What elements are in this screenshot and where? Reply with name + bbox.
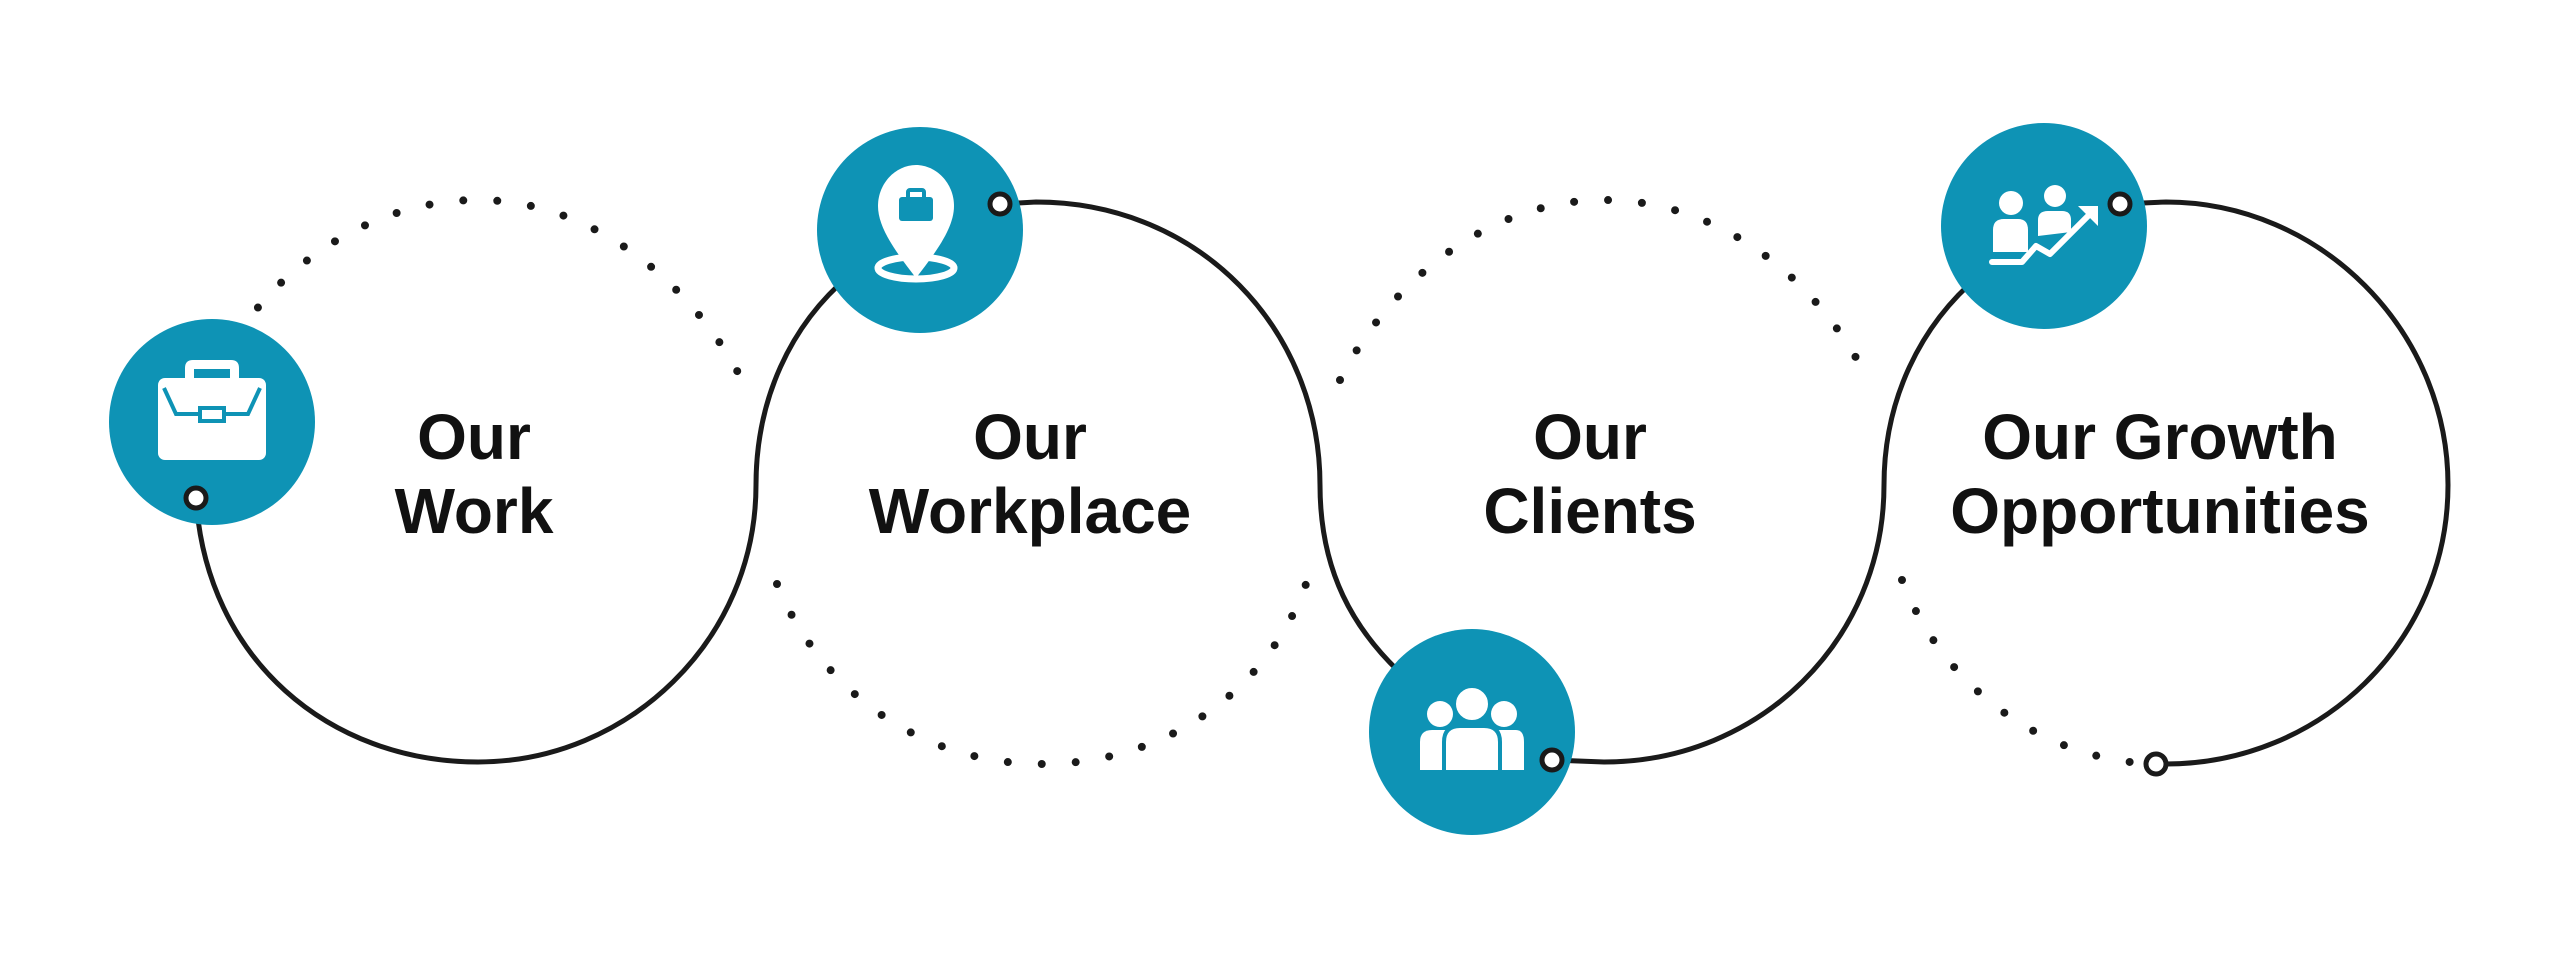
step-label-work-line1: Our: [417, 401, 531, 473]
step-label-growth: Our Growth Opportunities: [1920, 400, 2400, 548]
step-label-workplace-line2: Workplace: [868, 475, 1192, 547]
step-label-work: Our Work: [374, 400, 574, 548]
step-label-workplace-line1: Our: [973, 401, 1087, 473]
step-label-growth-line1: Our Growth: [1982, 401, 2338, 473]
endpoint-ring-growth-end: [2143, 751, 2169, 777]
endpoint-ring-growth-top: [2107, 191, 2133, 217]
dotted-arc-clients: [1336, 195, 1874, 388]
location-pin-briefcase-icon: [874, 165, 958, 283]
connector-arc-clients: [1549, 272, 1983, 765]
endpoint-ring-clients: [1539, 747, 1565, 773]
connector-arc-growth: [2117, 199, 2451, 767]
endpoint-ring-workplace: [987, 191, 1013, 217]
step-label-clients: Our Clients: [1440, 400, 1740, 548]
briefcase-icon: [158, 360, 266, 460]
dotted-arc-workplace: [773, 580, 1310, 769]
step-label-growth-line2: Opportunities: [1950, 475, 2370, 547]
step-label-workplace: Our Workplace: [850, 400, 1210, 548]
endpoint-ring-work: [183, 485, 209, 511]
dotted-arc-growth: [1898, 576, 2134, 766]
step-label-clients-line1: Our: [1533, 401, 1647, 473]
step-label-clients-line2: Clients: [1483, 475, 1697, 547]
step-label-work-line2: Work: [394, 475, 554, 547]
dotted-arc-work: [234, 195, 746, 384]
team-growth-icon: [1989, 185, 2098, 265]
connector-arc-workplace: [997, 199, 1411, 683]
group-people-icon: [1420, 684, 1524, 774]
connector-arc-work: [193, 272, 853, 765]
